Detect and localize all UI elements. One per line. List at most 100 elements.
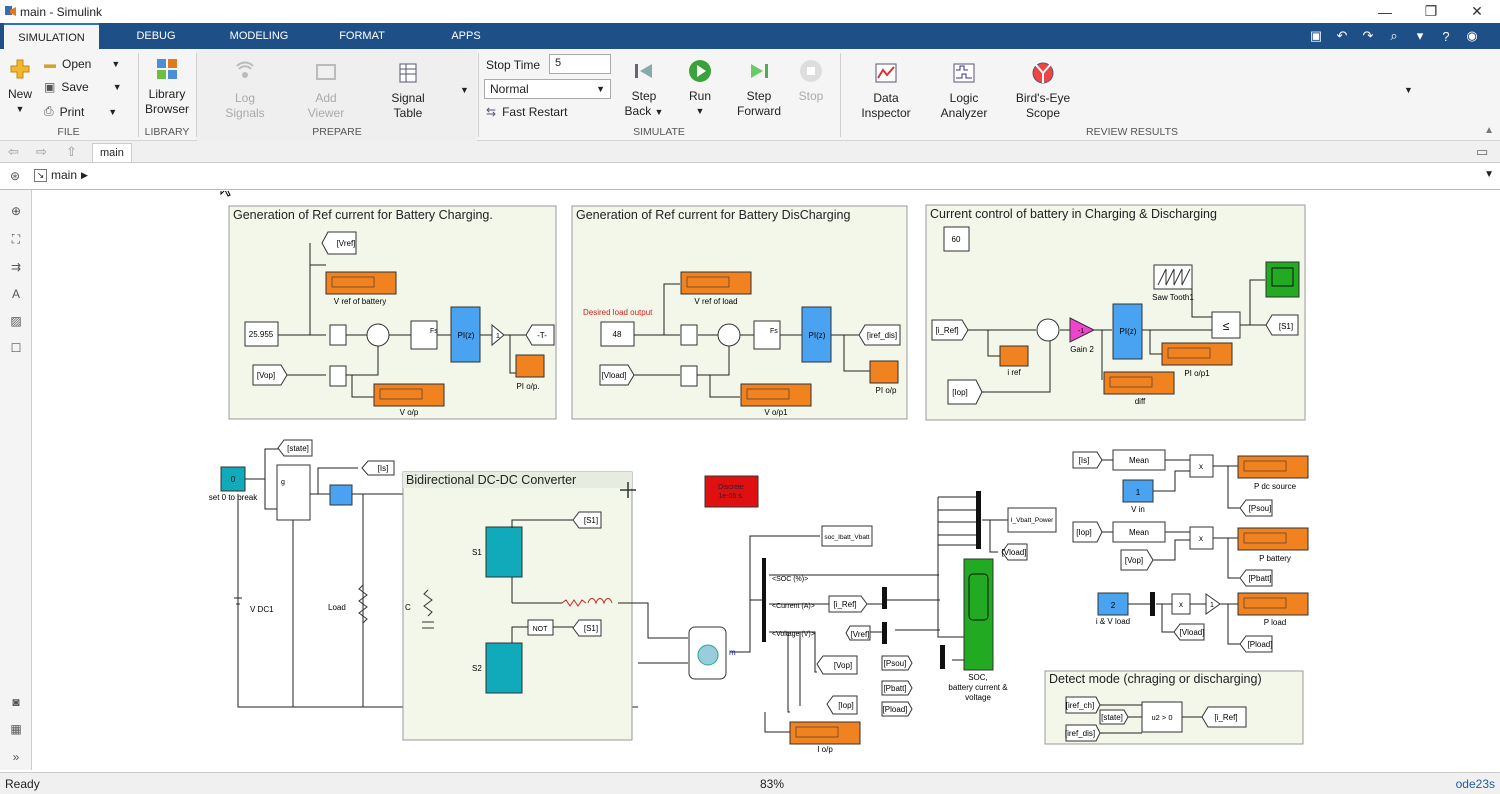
help-icon[interactable]: ?: [1442, 28, 1450, 44]
tab-modeling[interactable]: MODELING: [229, 30, 289, 42]
step-forward-label-1: Step: [746, 89, 772, 103]
p-load-display[interactable]: [1237, 592, 1309, 616]
save-button[interactable]: ▣Save▼: [44, 80, 122, 94]
step-forward-button[interactable]: Step Forward: [732, 59, 786, 119]
logic-analyzer-button[interactable]: Logic Analyzer: [934, 61, 994, 121]
left-toolbar: ⊕ ⛶ ⇉ A ▨ ☐ ◙ ▦ »: [0, 190, 32, 770]
area-ref-discharging[interactable]: Generation of Ref current for Battery Di…: [571, 205, 908, 420]
model-tab[interactable]: main: [92, 143, 132, 162]
p-dc-display[interactable]: [1237, 455, 1309, 479]
tab-debug[interactable]: DEBUG: [136, 30, 176, 42]
vdc-label: V DC1: [250, 605, 274, 614]
model-browser-toggle-icon[interactable]: ▭: [1476, 144, 1489, 159]
library-browser-button[interactable]: Library Browser: [141, 57, 193, 117]
vref-load-display[interactable]: [680, 271, 752, 295]
area-detect-mode[interactable]: Detect mode (chraging or discharging) [i…: [1044, 670, 1304, 745]
not-gate: NOT: [533, 626, 549, 633]
cap-label: C: [405, 603, 411, 612]
sat-one: 1: [1210, 602, 1214, 609]
arrows-icon[interactable]: ⇉: [10, 260, 22, 274]
collapse-ribbon-icon[interactable]: ▲: [1484, 125, 1494, 136]
review-more-icon[interactable]: ▼: [1404, 85, 1413, 95]
add-viewer-button[interactable]: Add Viewer: [300, 61, 352, 121]
zoom-level[interactable]: 83%: [760, 777, 785, 791]
model-canvas[interactable]: Generation of Ref current for Battery Ch…: [33, 178, 1500, 771]
search-icon[interactable]: ⌕: [1390, 28, 1398, 43]
area2-fs: Fs: [770, 328, 778, 335]
powergui-discrete[interactable]: Discrete 1e-05 s.: [704, 475, 759, 508]
screenshot-icon[interactable]: ◙: [12, 695, 20, 709]
tab-format[interactable]: FORMAT: [339, 30, 385, 42]
simulation-mode-select[interactable]: Normal▼: [484, 79, 611, 99]
print-button[interactable]: ⎙Print▼: [44, 104, 118, 119]
run-button[interactable]: Run ▼: [679, 59, 721, 119]
find-icon[interactable]: ▾: [1416, 28, 1424, 43]
minimize-icon[interactable]: —: [1378, 3, 1392, 20]
iref-label: i ref: [1007, 368, 1021, 377]
area-ref-charging[interactable]: Generation of Ref current for Battery Ch…: [228, 205, 557, 420]
pi-op1-display[interactable]: [1161, 342, 1233, 366]
step-back-button[interactable]: Step Back ▼: [622, 59, 666, 120]
redo-icon[interactable]: ↷: [1362, 28, 1374, 43]
iop-display[interactable]: [789, 721, 861, 745]
from-pbatt: [Pbatt]: [883, 684, 906, 693]
desired-load-label: Desired load output: [583, 308, 653, 317]
image-icon[interactable]: ▨: [10, 314, 22, 328]
hide-browser-icon[interactable]: ⊛: [10, 169, 21, 183]
property-inspector-icon[interactable]: ▦: [10, 722, 22, 736]
antenna-icon: [236, 61, 254, 78]
p-battery-display[interactable]: [1237, 527, 1309, 551]
solver-link[interactable]: ode23s: [1455, 777, 1495, 791]
iop-label: I o/p: [817, 745, 833, 754]
s1-label: S1: [472, 548, 482, 557]
area-current-control[interactable]: Current control of battery in Charging &…: [925, 204, 1306, 421]
log-signals-button[interactable]: Log Signals: [217, 61, 273, 121]
restore-icon[interactable]: ❐: [1424, 3, 1438, 19]
power-section[interactable]: [Is] Mean x 1 V in P dc source [Psou] [I…: [1072, 449, 1309, 653]
vop1-display[interactable]: [740, 383, 812, 407]
diff-display[interactable]: [1103, 371, 1175, 395]
stop-time-input[interactable]: 5: [549, 54, 611, 74]
breadcrumb[interactable]: ↘ main▶: [34, 168, 88, 182]
zoom-icon[interactable]: ⊕: [10, 204, 22, 218]
close-icon[interactable]: ✕: [1471, 3, 1483, 19]
gain-value: -1: [1078, 328, 1084, 335]
simulink-logo-icon: [5, 6, 16, 16]
vref-battery-display[interactable]: [325, 271, 397, 295]
signal-table-label-2: Table: [393, 106, 423, 120]
address-dropdown-icon[interactable]: ▼: [1484, 169, 1494, 180]
open-button[interactable]: ▬Open▼: [44, 57, 121, 71]
data-inspector-button[interactable]: Data Inspector: [856, 61, 916, 121]
area1-const: 25.955: [249, 330, 274, 339]
battery-bus-section[interactable]: m <SOC (%)> <Current (A)> <Voltage (V)> …: [688, 491, 1057, 754]
tab-simulation[interactable]: SIMULATION: [4, 23, 99, 49]
fast-restart-button[interactable]: ⇆Fast Restart: [486, 105, 567, 119]
converter-title: Bidirectional DC-DC Converter: [406, 473, 576, 487]
goto-is: [Is]: [378, 464, 389, 473]
signal-table-button[interactable]: Signal Table: [382, 61, 434, 121]
mean1: Mean: [1129, 456, 1149, 465]
converter-subsystem[interactable]: Bidirectional DC-DC Converter S1 S2 [S1]…: [402, 471, 688, 741]
expand-icon[interactable]: »: [12, 750, 20, 764]
area-icon[interactable]: ☐: [10, 341, 22, 355]
ribbon: New▼ ▬Open▼ ▣Save▼ ⎙Print▼ FILE Library …: [0, 49, 1500, 141]
signal-table-label-1: Signal: [391, 91, 425, 105]
bus-goto-vop: [Vop]: [834, 661, 852, 670]
save-icon[interactable]: ▣: [1309, 28, 1323, 43]
forward-arrow-icon[interactable]: ⇨: [36, 144, 47, 159]
undo-icon[interactable]: ↶: [1336, 28, 1348, 43]
add-viewer-label-2: Viewer: [307, 106, 345, 120]
back-arrow-icon[interactable]: ⇦: [8, 144, 19, 159]
power-from-vop: [Vop]: [1125, 556, 1143, 565]
birds-eye-scope-button[interactable]: Bird's-Eye Scope: [1012, 61, 1074, 121]
tab-apps[interactable]: APPS: [451, 30, 481, 42]
stop-button[interactable]: Stop: [793, 59, 829, 104]
prepare-more-icon[interactable]: ▼: [460, 85, 469, 95]
goto-ivbatt-power: I_Vbatt_Power: [1011, 517, 1054, 524]
new-button[interactable]: New▼: [4, 57, 36, 117]
options-icon[interactable]: ◉: [1466, 28, 1478, 43]
fit-view-icon[interactable]: ⛶: [11, 232, 21, 246]
up-arrow-icon[interactable]: ⇧: [66, 144, 77, 159]
vop-display[interactable]: [373, 383, 445, 407]
annotation-icon[interactable]: A: [11, 287, 20, 301]
